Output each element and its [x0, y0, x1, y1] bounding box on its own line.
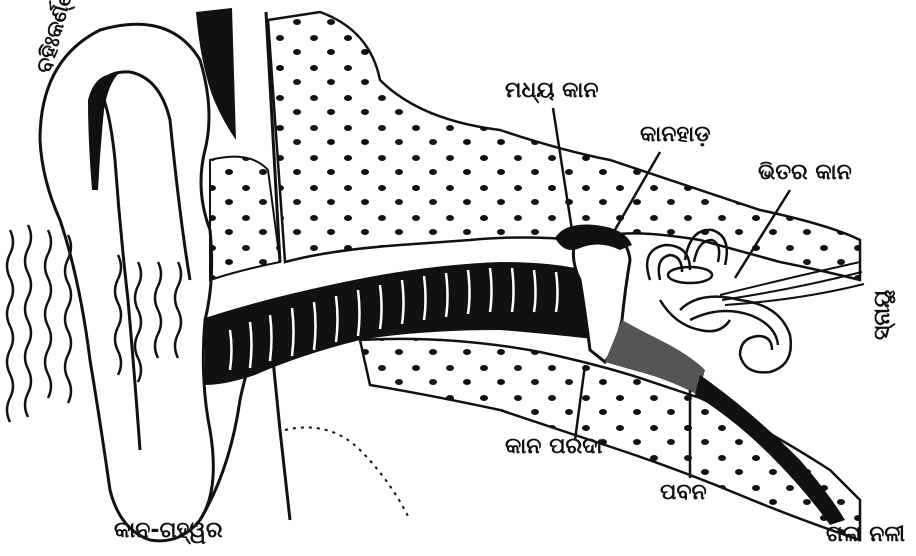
pinna	[40, 24, 213, 541]
tissue-left	[210, 157, 280, 280]
hair-region	[196, 8, 236, 140]
label-ossicles: କାନହାଡ଼	[640, 124, 711, 146]
label-nerve: ସ୍ନାୟୁ	[872, 290, 894, 340]
label-middle-ear: ମଧ୍ୟ କାନ	[505, 80, 599, 102]
label-eardrum: କାନ ପରଦା	[505, 436, 602, 458]
label-inner-ear: ଭିତର କାନ	[758, 162, 852, 184]
label-air: ପବନ	[660, 482, 707, 504]
jaw-dotted	[285, 428, 410, 521]
helix-dark	[88, 74, 118, 190]
label-throat-tube: ଗଳା ନଳୀ	[826, 524, 905, 546]
label-pinna: କାନ-ଗହ୍ୱର	[114, 520, 223, 542]
skull-bone-lower	[360, 339, 860, 540]
